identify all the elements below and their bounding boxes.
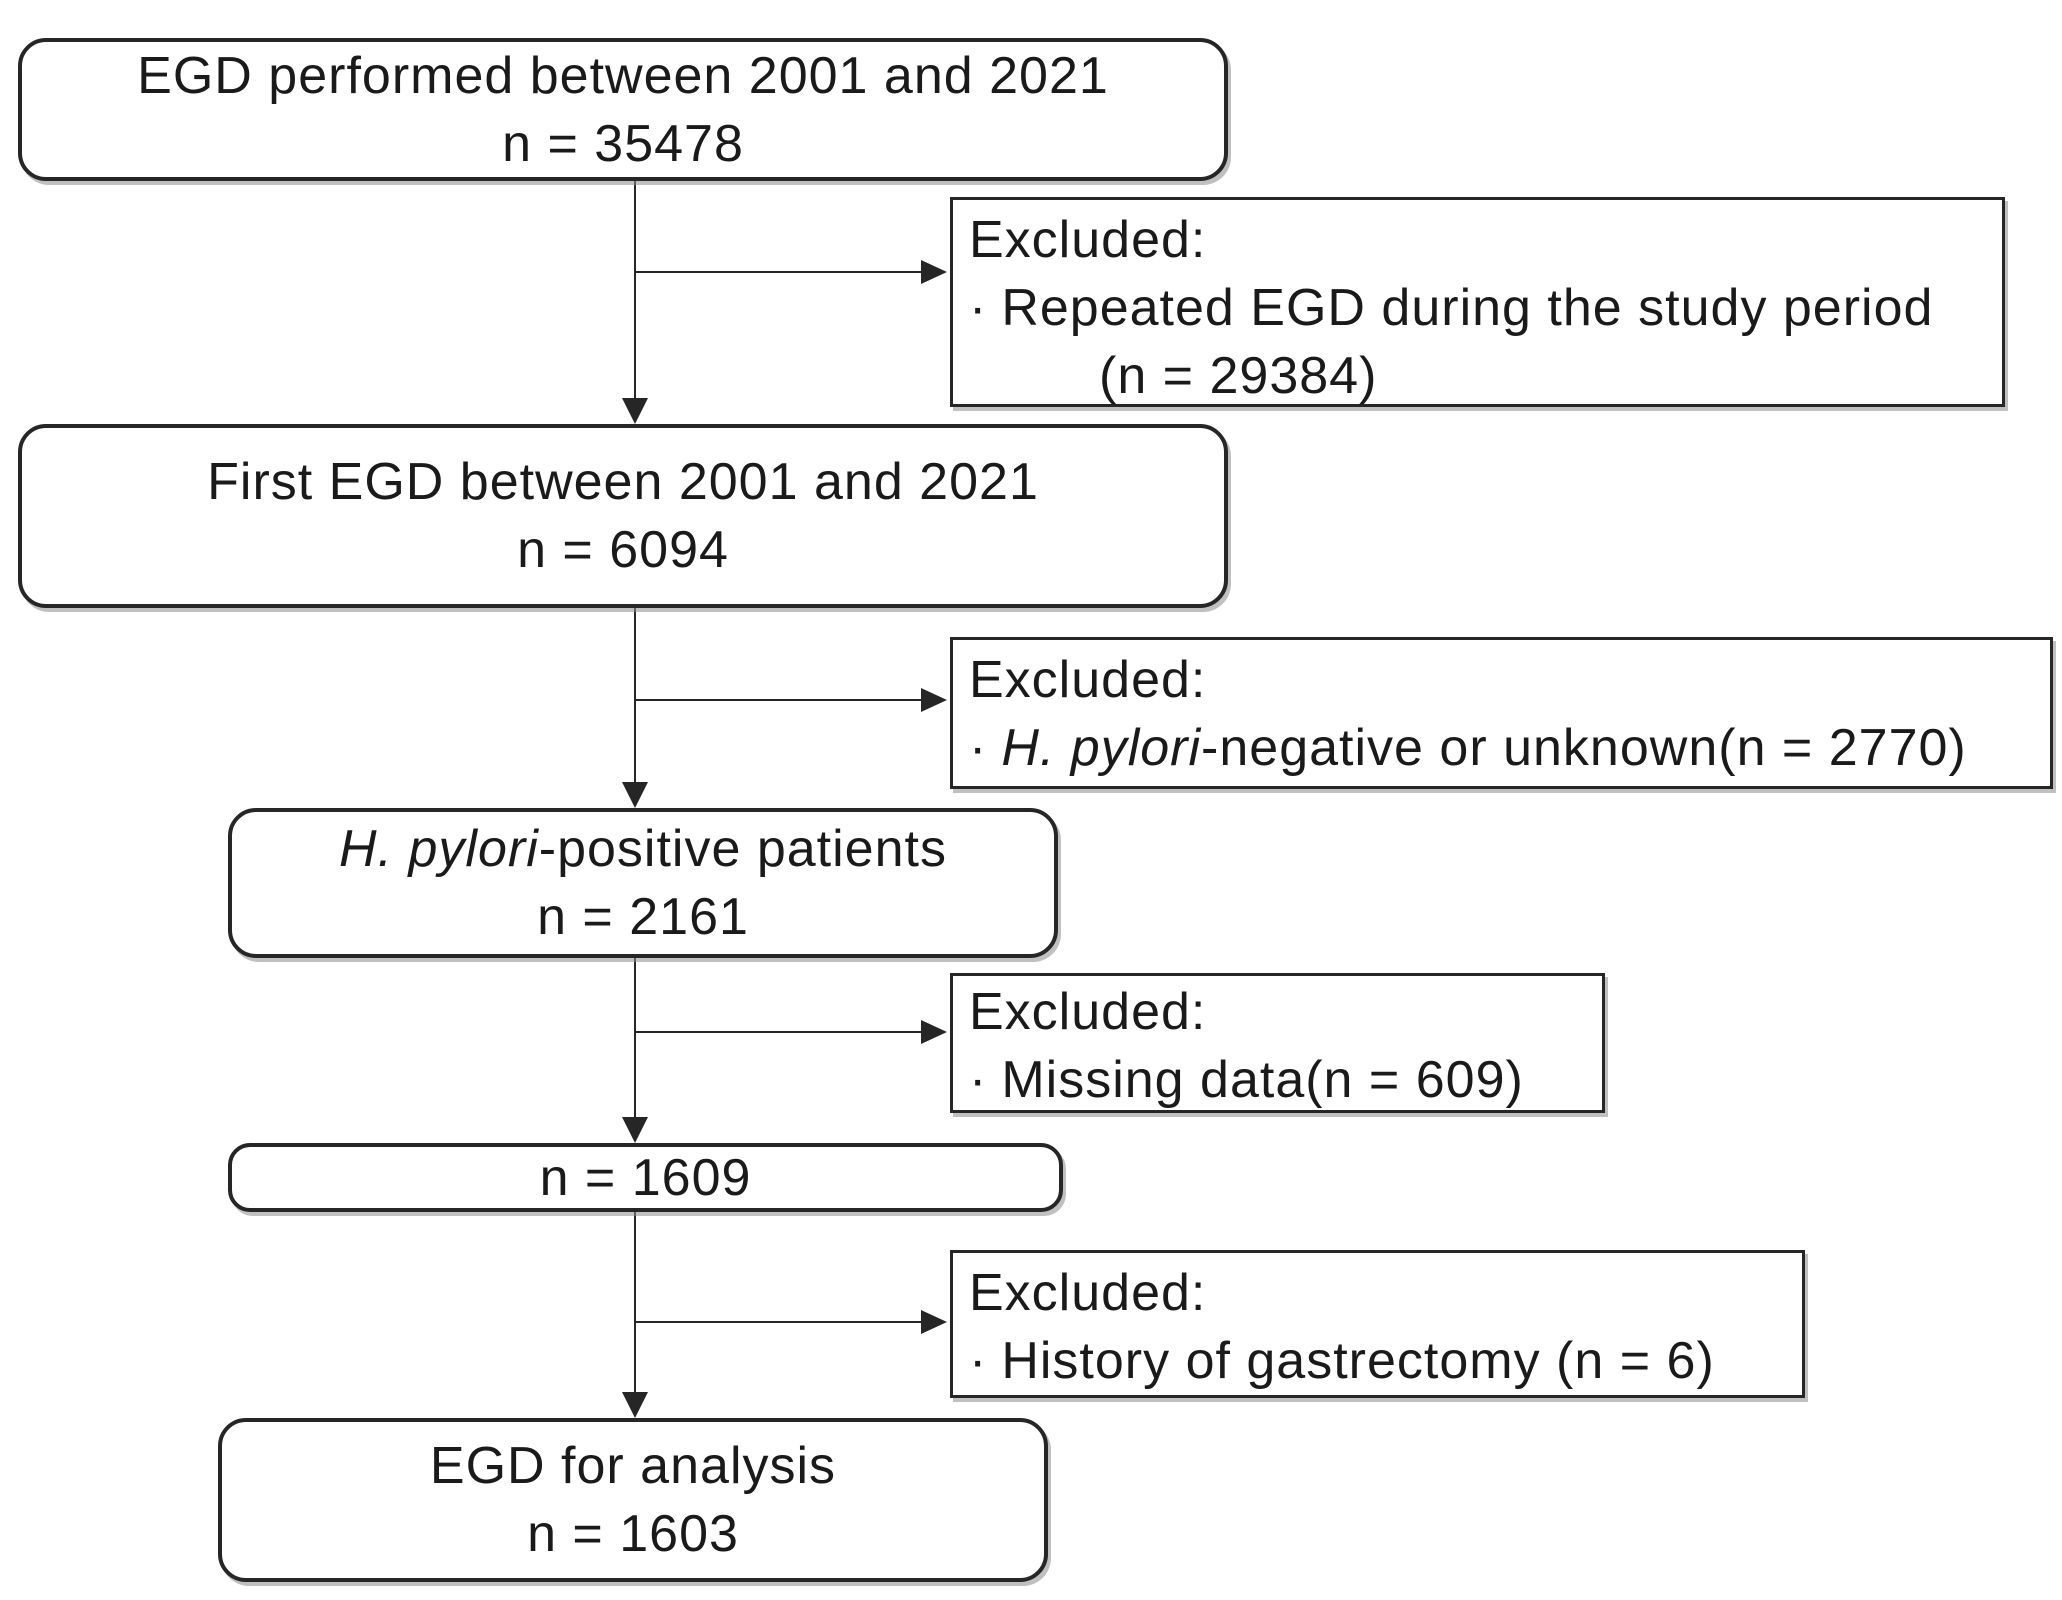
exclusion-item-text: Repeated EGD during the study period [1001,279,1934,337]
bullet-dot: · [969,279,988,337]
exclusion-box-missing-data: Excluded: ·Missing data(n = 609) [950,973,1605,1113]
exclusion-box-hp-negative: Excluded: ·H. pylori-negative or unknown… [950,637,2053,789]
connector-vertical-2 [634,608,636,784]
exclusion-item: ·Repeated EGD during the study period [969,274,1986,342]
arrowhead-right-3 [921,1020,947,1044]
flow-node-hp-positive: H. pylori-positive patients n = 2161 [228,808,1058,958]
arrowhead-down-1 [622,398,648,424]
exclusion-item-text: -negative or unknown(n = 2770) [1201,719,1967,777]
arrowhead-right-2 [921,688,947,712]
arrowhead-down-2 [622,782,648,808]
exclusion-heading: Excluded: [969,1264,1207,1322]
node-title: EGD performed between 2001 and 2021 [137,46,1109,105]
exclusion-heading: Excluded: [969,651,1207,709]
connector-branch-1 [635,271,923,273]
exclusion-box-gastrectomy: Excluded: ·History of gastrectomy (n = 6… [950,1250,1805,1398]
connector-vertical-1 [634,181,636,401]
exclusion-item: ·History of gastrectomy (n = 6) [969,1327,1786,1395]
connector-vertical-4 [634,1212,636,1393]
arrowhead-right-1 [921,260,947,284]
node-count: n = 1603 [527,1505,739,1563]
node-count: n = 35478 [502,114,744,173]
connector-branch-3 [635,1031,923,1033]
exclusion-item: ·H. pylori-negative or unknown(n = 2770) [969,714,2034,782]
node-count: n = 6094 [517,521,729,579]
node-title: First EGD between 2001 and 2021 [207,453,1039,511]
exclusion-item-text: Missing data(n = 609) [1001,1051,1524,1109]
node-title-italic: H. pylori [339,820,539,878]
arrowhead-right-4 [921,1310,947,1334]
flow-node-egd-analysis: EGD for analysis n = 1603 [218,1418,1048,1582]
node-title: H. pylori-positive patients [339,815,947,883]
flow-node-first-egd: First EGD between 2001 and 2021 n = 6094 [18,424,1228,608]
node-count: n = 1609 [539,1148,752,1207]
node-count: n = 2161 [537,888,749,946]
bullet-dot: · [969,719,988,777]
bullet-dot: · [969,1332,988,1390]
connector-branch-4 [635,1321,923,1323]
bullet-dot: · [969,1051,988,1109]
exclusion-heading: Excluded: [969,211,1207,269]
arrowhead-down-3 [622,1117,648,1143]
exclusion-box-repeated-egd: Excluded: ·Repeated EGD during the study… [950,197,2005,407]
node-title-rest: -positive patients [538,820,947,878]
arrowhead-down-4 [622,1392,648,1418]
flow-node-after-missing: n = 1609 [228,1143,1063,1212]
connector-vertical-3 [634,958,636,1118]
exclusion-item-continuation: (n = 29384) [1099,347,1378,405]
connector-branch-2 [635,699,923,701]
exclusion-item-text: History of gastrectomy (n = 6) [1001,1332,1715,1390]
exclusion-item-italic: H. pylori [1001,719,1202,777]
exclusion-heading: Excluded: [969,983,1207,1041]
node-title: EGD for analysis [429,1437,837,1495]
flow-node-egd-performed: EGD performed between 2001 and 2021 n = … [18,38,1228,181]
exclusion-item: ·Missing data(n = 609) [969,1046,1586,1114]
